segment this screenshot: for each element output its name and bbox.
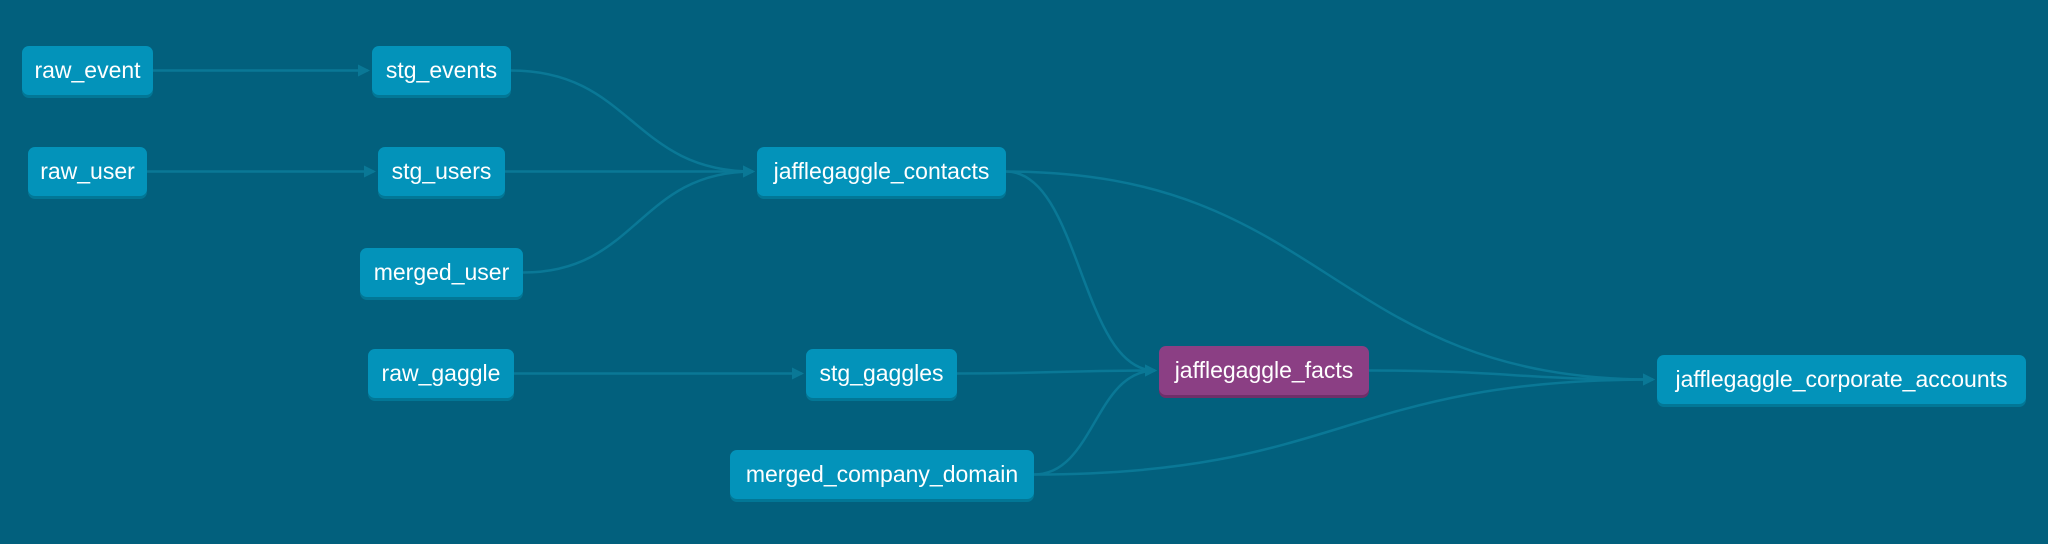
- node-jafflegaggle-contacts[interactable]: jafflegaggle_contacts: [757, 147, 1006, 196]
- edge-arrowhead: [743, 165, 755, 178]
- edge-merged_user-to-jafflegaggle_contacts: [522, 170, 754, 274]
- edge-jafflegaggle_contacts-to-jafflegaggle_corporate_accounts: [1005, 170, 1654, 381]
- node-jafflegaggle-corporate-accounts[interactable]: jafflegaggle_corporate_accounts: [1657, 355, 2026, 404]
- node-merged-company-domain[interactable]: merged_company_domain: [730, 450, 1034, 499]
- edge-merged_company_domain-to-jafflegaggle_corporate_accounts: [1033, 378, 1654, 476]
- edge-stg_events-to-jafflegaggle_contacts: [510, 69, 754, 173]
- edge-stg_gaggles-to-jafflegaggle_facts: [956, 369, 1156, 375]
- edge-arrowhead: [792, 367, 804, 380]
- node-jafflegaggle-facts[interactable]: jafflegaggle_facts: [1159, 346, 1369, 395]
- edge-jafflegaggle_contacts-to-jafflegaggle_facts: [1005, 170, 1156, 372]
- edge-arrowhead: [364, 165, 376, 178]
- node-stg-gaggles[interactable]: stg_gaggles: [806, 349, 957, 398]
- node-raw-gaggle[interactable]: raw_gaggle: [368, 349, 514, 398]
- edge-arrowhead: [358, 64, 370, 77]
- node-stg-users[interactable]: stg_users: [378, 147, 505, 196]
- edge-jafflegaggle_facts-to-jafflegaggle_corporate_accounts: [1368, 369, 1654, 381]
- node-raw-event[interactable]: raw_event: [22, 46, 153, 95]
- node-merged-user[interactable]: merged_user: [360, 248, 523, 297]
- node-raw-user[interactable]: raw_user: [28, 147, 147, 196]
- edge-merged_company_domain-to-jafflegaggle_facts: [1033, 369, 1156, 476]
- edge-arrowhead: [1145, 364, 1157, 377]
- edge-arrowhead: [1643, 373, 1655, 386]
- node-stg-events[interactable]: stg_events: [372, 46, 511, 95]
